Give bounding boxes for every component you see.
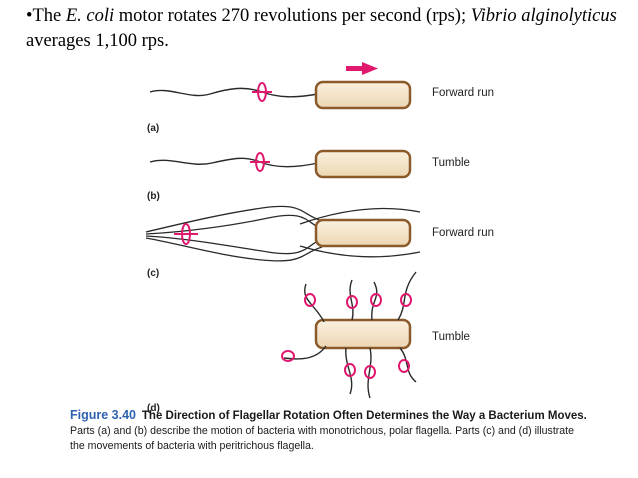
bacterium-cell bbox=[314, 80, 412, 110]
panel-label-c: (c) bbox=[147, 268, 160, 279]
flagellum bbox=[145, 237, 323, 262]
flagellum bbox=[349, 279, 354, 321]
flagellum bbox=[299, 245, 421, 258]
panel-label-d: (d) bbox=[147, 403, 160, 414]
bullet-part: The bbox=[32, 6, 66, 26]
panel-a bbox=[149, 62, 412, 110]
flagellum bbox=[149, 157, 319, 168]
bacterium-cell bbox=[314, 149, 412, 179]
motion-label-a: Forward run bbox=[432, 87, 494, 99]
bullet-text: •The E. coli motor rotates 270 revolutio… bbox=[26, 4, 626, 54]
flagellum bbox=[371, 281, 378, 321]
bullet-part: motor rotates 270 revolutions per second… bbox=[114, 6, 471, 26]
flagellum bbox=[304, 283, 325, 323]
figure-title: The Direction of Flagellar Rotation Ofte… bbox=[141, 410, 587, 422]
rotation-arrow-icon bbox=[250, 152, 270, 172]
flagellum bbox=[145, 214, 321, 235]
figure-number: Figure 3.40 bbox=[70, 408, 136, 422]
bacterium-cell bbox=[314, 218, 412, 248]
panel-label-b: (b) bbox=[147, 191, 160, 202]
rotation-arrow-icon bbox=[174, 223, 198, 245]
motion-label-d: Tumble bbox=[432, 331, 470, 343]
flagellum bbox=[399, 347, 417, 383]
rotation-arrow-icon bbox=[281, 293, 412, 379]
motion-label-b: Tumble bbox=[432, 157, 470, 169]
bullet-part: averages 1,100 rps. bbox=[26, 31, 169, 51]
flagellum bbox=[345, 347, 353, 395]
panel-b bbox=[149, 149, 412, 179]
flagellum bbox=[145, 235, 321, 255]
motion-label-c: Forward run bbox=[432, 227, 494, 239]
direction-arrow-icon bbox=[346, 62, 378, 75]
panel-label-a: (a) bbox=[147, 123, 160, 134]
flagellum bbox=[299, 207, 421, 225]
bacterium-cell bbox=[314, 318, 412, 350]
flagellum bbox=[367, 347, 372, 399]
flagellum bbox=[397, 271, 417, 321]
panel-c bbox=[145, 205, 421, 262]
figure-caption-body: Parts (a) and (b) describe the motion of… bbox=[70, 425, 575, 452]
bullet-part-italic: Vibrio alginolyticus bbox=[470, 6, 617, 26]
bullet-marker: • bbox=[26, 6, 33, 26]
flagellum bbox=[149, 87, 319, 98]
bullet-part-italic: E. coli bbox=[65, 6, 115, 26]
rotation-arrow-icon bbox=[252, 82, 272, 102]
panel-d bbox=[281, 271, 417, 399]
figure-caption: Figure 3.40 The Direction of Flagellar R… bbox=[70, 408, 590, 454]
flagellum bbox=[145, 205, 323, 233]
flagellum bbox=[283, 345, 327, 360]
